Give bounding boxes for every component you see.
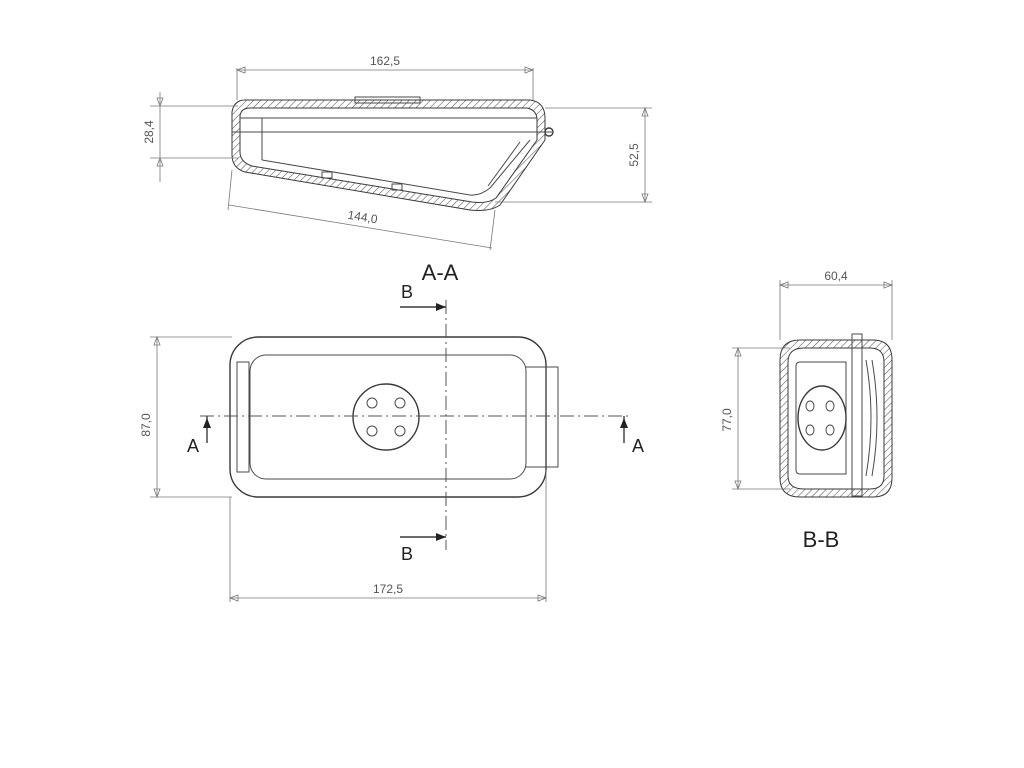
bb-right-rib-2 <box>871 359 878 477</box>
bb-bolt-2 <box>825 400 835 412</box>
plan-flat-area <box>236 361 250 473</box>
bb-shell-wall <box>779 339 893 498</box>
bb-seal-band <box>851 333 863 497</box>
bb-right-rib <box>865 359 872 477</box>
arrow-b-bottom <box>436 533 446 541</box>
dim-bb-width: 60,4 <box>824 269 848 283</box>
bb-bolt-4 <box>825 424 835 436</box>
dim-line-aa-bottom <box>228 204 493 249</box>
plan-bolt-4 <box>394 425 406 437</box>
plan-inner-outline <box>249 354 527 480</box>
plan-bolt-3 <box>366 425 378 437</box>
aa-inner-sloped <box>261 139 531 196</box>
cut-label-a-left: A <box>187 436 199 456</box>
dim-plan-width: 172,5 <box>373 582 403 596</box>
dim-bb-height: 77,0 <box>720 408 734 432</box>
bb-bolt-1 <box>805 400 815 412</box>
aa-inner-sloped-2 <box>487 141 521 187</box>
aa-hinge-circle <box>544 127 554 137</box>
section-aa-view: 162,5 28,4 52,5 144,0 <box>142 54 652 251</box>
plan-filler-cap <box>352 383 420 451</box>
aa-rib-1 <box>321 171 333 179</box>
plan-outer-outline <box>229 336 547 498</box>
cut-label-a-right: A <box>632 436 644 456</box>
dim-aa-left-height: 28,4 <box>142 120 156 144</box>
dim-aa-top-width: 162,5 <box>370 54 400 68</box>
plan-bolt-2 <box>394 397 406 409</box>
aa-rib-2 <box>391 183 403 191</box>
section-label-bb: B-B <box>803 527 840 552</box>
dim-plan-height: 87,0 <box>139 413 153 437</box>
bb-inner-contour <box>795 361 847 475</box>
bb-filler-cap <box>797 385 847 451</box>
dim-aa-right-height: 52,5 <box>627 143 641 167</box>
cut-label-b-bottom: B <box>401 544 413 564</box>
bb-bolt-3 <box>805 424 815 436</box>
arrow-b-top <box>436 303 446 311</box>
plan-view: A A B B 87,0 172,5 <box>139 282 644 602</box>
dim-aa-bottom-length: 144,0 <box>347 208 379 227</box>
plan-bolt-1 <box>366 397 378 409</box>
cut-label-b-top: B <box>401 282 413 302</box>
aa-shell-wall <box>231 99 546 211</box>
aa-cap-top <box>354 96 421 104</box>
arrow-a-left <box>203 418 211 428</box>
arrow-a-right <box>620 418 628 428</box>
plan-right-tab <box>545 366 559 468</box>
section-bb-view: 60,4 77,0 <box>720 269 894 498</box>
section-label-aa: A-A <box>422 260 459 285</box>
